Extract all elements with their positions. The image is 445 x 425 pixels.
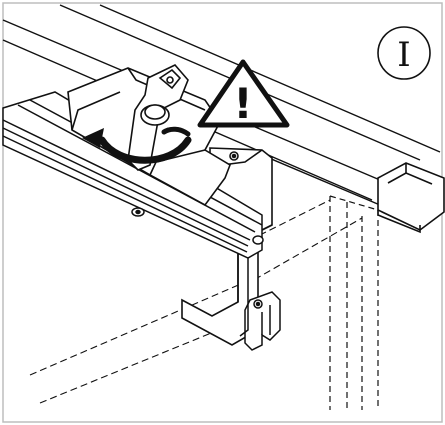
lock-lever[interactable] [127, 64, 189, 171]
warning-triangle-icon: ! [197, 59, 290, 128]
step-label: I [397, 35, 410, 75]
vertical-post [377, 162, 445, 234]
roller-hanger [244, 291, 281, 351]
step-badge: I [377, 26, 431, 80]
rotation-arrow-icon [82, 126, 192, 164]
warning-mark: ! [233, 79, 252, 128]
front-rail [2, 91, 264, 337]
dashed-target-frame [329, 195, 379, 410]
